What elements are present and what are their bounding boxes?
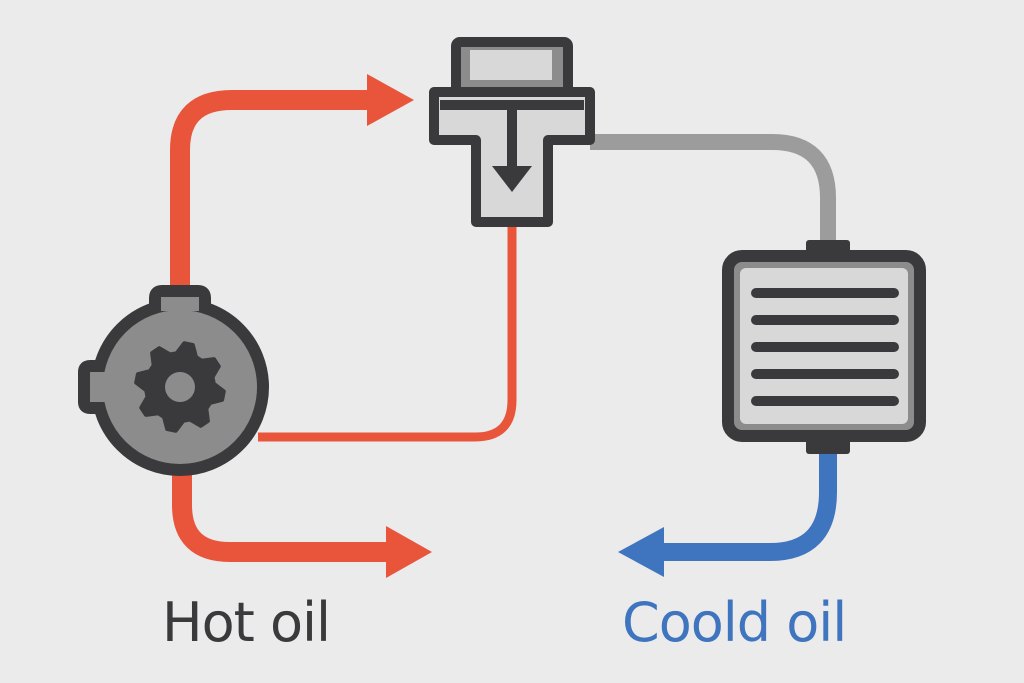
gear-hub [165, 372, 195, 402]
hot-output-arrowhead [386, 526, 432, 578]
bypass-line [590, 134, 836, 246]
hot-supply-line [170, 74, 414, 296]
gear-pump-icon [78, 285, 269, 476]
cold-oil-label: Coold oil [622, 591, 847, 654]
hot-supply-arrowhead [367, 74, 414, 126]
oil-cooler-icon [722, 240, 926, 454]
arrow-down-icon [492, 166, 532, 192]
cooler-fins [751, 288, 899, 406]
hot-output-line [172, 470, 432, 578]
thermostatic-valve-icon [429, 37, 595, 227]
cold-output-line [618, 450, 837, 577]
gear-icon [134, 341, 226, 433]
hot-return-line [258, 226, 517, 442]
cold-output-arrowhead [618, 527, 664, 577]
hot-oil-label: Hot oil [162, 591, 331, 654]
